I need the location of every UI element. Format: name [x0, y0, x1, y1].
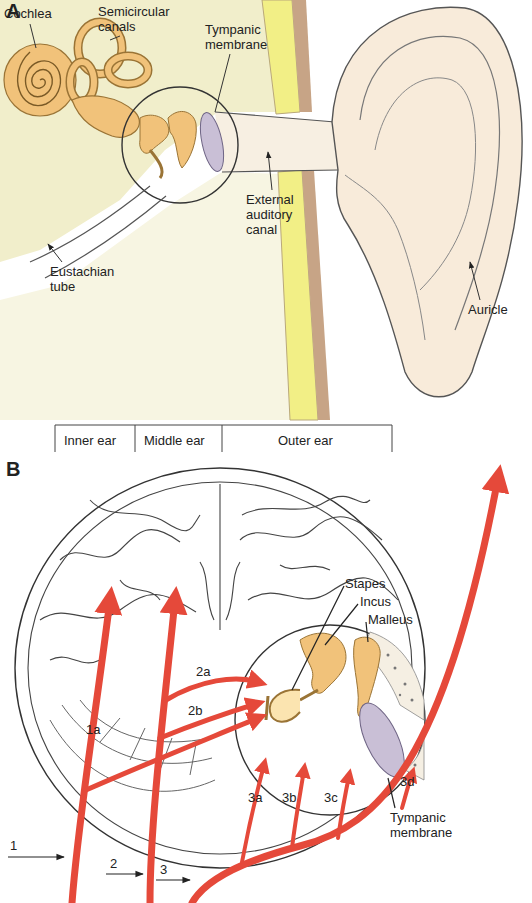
- region-bracket: [55, 425, 392, 452]
- part-label: Incus: [360, 594, 391, 609]
- callout-number: 2a: [196, 664, 210, 679]
- callout-number: 3b: [282, 790, 296, 805]
- cochlea-spiral: [4, 44, 76, 116]
- tympanic-membrane: [196, 111, 228, 174]
- part-label: Auricle: [468, 302, 508, 317]
- part-label: Malleus: [368, 612, 413, 627]
- part-label: Tympanic membrane: [390, 810, 464, 840]
- part-label: Stapes: [345, 576, 385, 591]
- callout-number: 3c: [324, 790, 338, 805]
- part-label: External auditory canal: [246, 192, 312, 237]
- callout-number: 3d: [400, 774, 414, 789]
- callout-number: 1a: [86, 722, 100, 737]
- magnifier-circle: [235, 625, 425, 815]
- semicircular-canals: [70, 22, 148, 137]
- region-label: Inner ear: [64, 433, 116, 448]
- part-label: Eustachian tube: [50, 264, 128, 294]
- part-label: Semicircular canals: [98, 4, 178, 34]
- callout-number: 3a: [248, 790, 262, 805]
- region-label: Outer ear: [278, 433, 333, 448]
- auricle-shape: [332, 7, 522, 397]
- callout-number: 3: [160, 862, 167, 877]
- panel-letter: B: [6, 458, 20, 480]
- part-label: Cochlea: [4, 6, 52, 21]
- magnifier-circle: [122, 87, 238, 203]
- part-label: Tympanic membrane: [205, 22, 277, 52]
- arteries: [72, 478, 498, 903]
- middle-ear-ossicles: [140, 111, 197, 178]
- head-outline: [15, 468, 425, 868]
- region-label: Middle ear: [144, 433, 205, 448]
- callout-number: 2b: [188, 703, 202, 718]
- leader-lines: [30, 24, 480, 300]
- callout-number: 1: [10, 838, 17, 853]
- pointer-arrows: [8, 586, 395, 880]
- callout-number: 2: [110, 856, 117, 871]
